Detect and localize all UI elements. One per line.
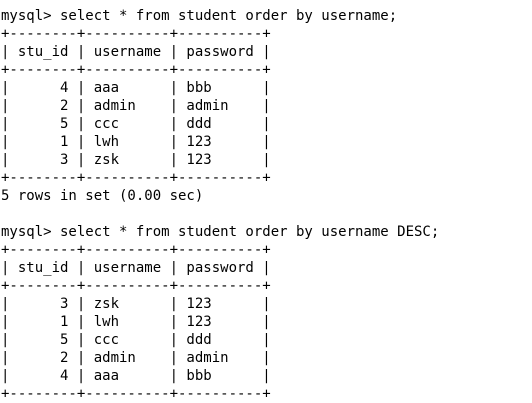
- command-line-2: mysql> select * from student order by us…: [1, 224, 440, 240]
- table-header-border: +--------+----------+----------+: [1, 278, 271, 294]
- result-summary: 5 rows in set (0.00 sec): [1, 188, 204, 204]
- table-row: | 5 | ccc | ddd |: [1, 116, 271, 132]
- table-border-bottom: +--------+----------+----------+: [1, 170, 271, 186]
- table-row: | 3 | zsk | 123 |: [1, 152, 271, 168]
- table-header-row: | stu_id | username | password |: [1, 260, 271, 276]
- table-row: | 1 | lwh | 123 |: [1, 134, 271, 150]
- table-row: | 4 | aaa | bbb |: [1, 368, 271, 384]
- table-row: | 3 | zsk | 123 |: [1, 296, 271, 312]
- table-border-top: +--------+----------+----------+: [1, 242, 271, 258]
- table-row: | 2 | admin | admin |: [1, 350, 271, 366]
- table-border-bottom: +--------+----------+----------+: [1, 386, 271, 402]
- table-row: | 2 | admin | admin |: [1, 98, 271, 114]
- table-header-border: +--------+----------+----------+: [1, 62, 271, 78]
- table-row: | 4 | aaa | bbb |: [1, 80, 271, 96]
- table-border-top: +--------+----------+----------+: [1, 26, 271, 42]
- table-row: | 5 | ccc | ddd |: [1, 332, 271, 348]
- table-header-row: | stu_id | username | password |: [1, 44, 271, 60]
- table-row: | 1 | lwh | 123 |: [1, 314, 271, 330]
- command-line-1: mysql> select * from student order by us…: [1, 8, 398, 24]
